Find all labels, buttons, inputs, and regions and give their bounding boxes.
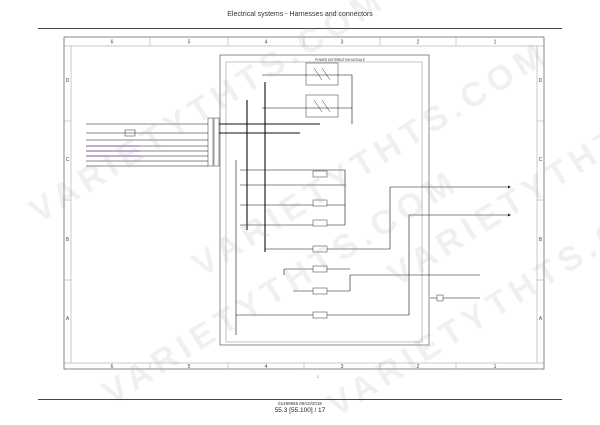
relay-upper: [305, 62, 339, 86]
module-inner-box: [225, 61, 423, 343]
header-rule: [38, 28, 562, 29]
fuse: [312, 170, 328, 178]
page-number: 55.3 [55.100] / 17: [274, 407, 326, 414]
col-label-bottom: 4: [265, 364, 268, 370]
relay-group: [305, 62, 339, 118]
fuse: [312, 265, 328, 273]
module-internal-wires: [235, 74, 353, 335]
col-label-top: 5: [188, 40, 191, 46]
document-code: 51499865 09/10/2018: [278, 401, 322, 406]
col-label-bottom: 2: [417, 364, 420, 370]
col-label-top: 1: [494, 40, 497, 46]
fuse: [312, 287, 328, 295]
row-label-left: A: [66, 316, 70, 322]
col-label-top: 3: [341, 40, 344, 46]
row-label-right: D: [539, 78, 543, 84]
col-label-top: 2: [417, 40, 420, 46]
row-label-right: A: [539, 316, 543, 322]
module-title: POWER DISTRIBUTION MODULE: [315, 58, 365, 62]
fuse: [312, 199, 328, 207]
fuse-output-wires: [236, 215, 410, 316]
harness-connector-block: [207, 117, 220, 167]
footer-rule: [38, 399, 562, 400]
row-label-left: C: [66, 157, 70, 163]
sheet-reference: 1: [317, 375, 319, 379]
row-label-left: D: [66, 78, 70, 84]
row-label-left: B: [66, 237, 70, 243]
accent-wires: [86, 145, 140, 157]
relay-lower: [305, 94, 339, 118]
fuse-components: [312, 170, 328, 319]
fuse: [312, 219, 328, 227]
incoming-wires: [86, 123, 208, 167]
external-fuse: [436, 294, 444, 302]
main-feed-wires: [219, 82, 320, 252]
col-label-top: 4: [265, 40, 268, 46]
fuse: [312, 245, 328, 253]
col-label-bottom: 6: [111, 364, 114, 370]
col-label-bottom: 1: [494, 364, 497, 370]
fuse: [312, 311, 328, 319]
col-label-top: 6: [111, 40, 114, 46]
external-components: [436, 294, 444, 302]
diagram-frame: [63, 36, 545, 370]
col-label-bottom: 5: [188, 364, 191, 370]
row-label-right: C: [539, 157, 543, 163]
power-distribution-module-box: [219, 54, 430, 346]
page-title: Electrical systems - Harnesses and conne…: [227, 11, 373, 18]
wire-arrows: [508, 185, 511, 217]
col-label-bottom: 3: [341, 364, 344, 370]
row-label-right: B: [539, 237, 543, 243]
column-dividers: [64, 37, 544, 369]
